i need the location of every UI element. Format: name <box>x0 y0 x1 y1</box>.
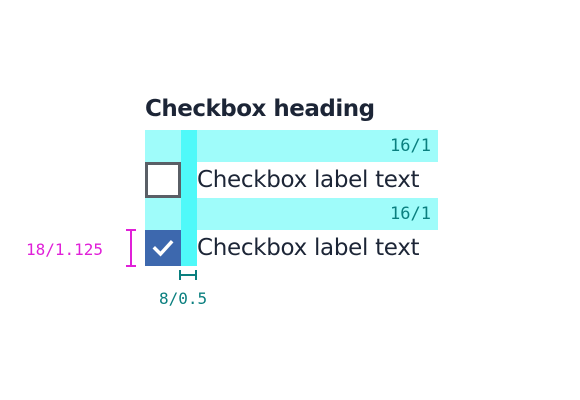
spacing-label: 16/1 <box>390 136 431 156</box>
size-bracket <box>126 229 136 267</box>
checkbox-unchecked[interactable] <box>145 162 181 198</box>
gap-highlight <box>181 198 197 230</box>
checkbox-label-container: Checkbox label text <box>197 162 438 198</box>
gap-highlight <box>181 230 197 266</box>
size-annotation-label: 18/1.125 <box>26 240 104 259</box>
checkbox-label-container: Checkbox label text <box>197 230 438 266</box>
gap-annotation-label: 8/0.5 <box>159 289 208 308</box>
spacing-label: 16/1 <box>390 204 431 224</box>
checkmark-icon <box>152 240 174 257</box>
checkbox-label[interactable]: Checkbox label text <box>197 235 420 261</box>
checkbox-label[interactable]: Checkbox label text <box>197 167 420 193</box>
gap-highlight <box>181 162 197 198</box>
gap-bracket <box>179 270 197 280</box>
checkbox-checked[interactable] <box>145 230 181 266</box>
gap-highlight <box>181 130 197 162</box>
checkbox-heading: Checkbox heading <box>145 96 375 122</box>
